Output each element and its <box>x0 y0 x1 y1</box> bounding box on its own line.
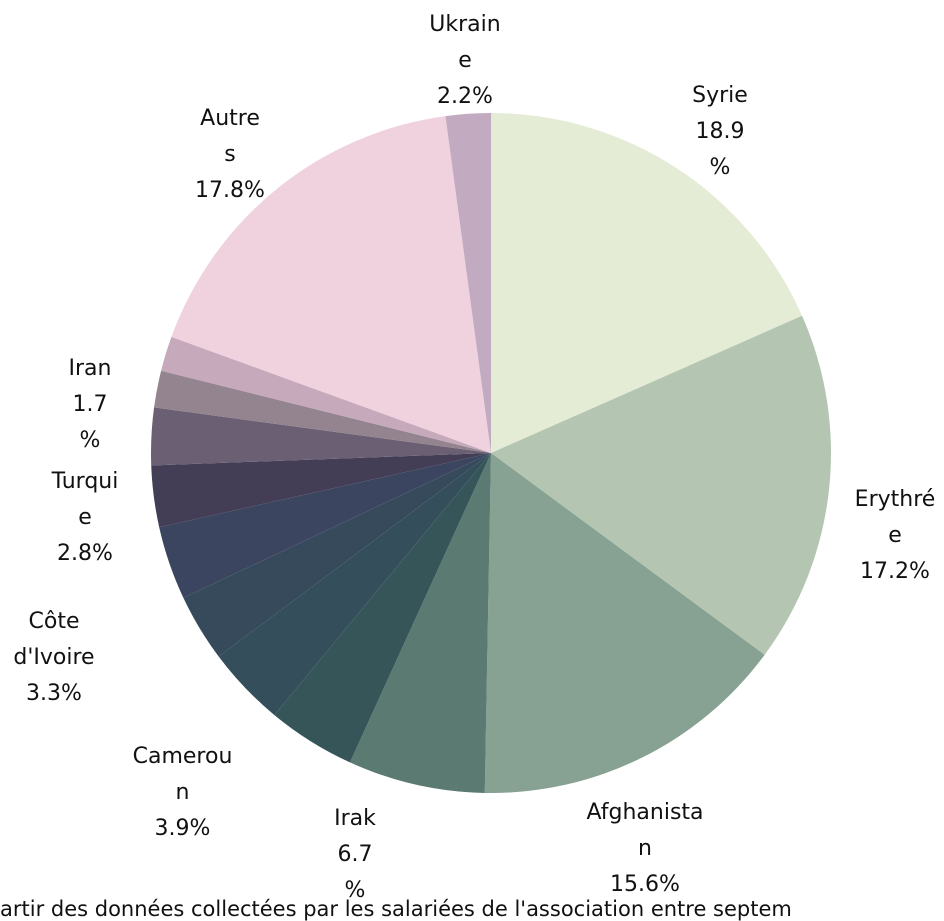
pie-slice-ukraine <box>445 113 491 453</box>
pie-slice-unlabeled-8 <box>151 453 491 528</box>
pie-slice-irak <box>349 453 491 793</box>
pie-slice-syrie <box>491 113 803 453</box>
pie-slice-afghanistan <box>484 453 765 794</box>
footer-source-note: artir des données collectées par les sal… <box>0 897 792 921</box>
pie-slice-iran <box>161 336 491 453</box>
pie-slice-unlabeled-7 <box>159 453 491 598</box>
pie-slice-erythree <box>491 315 831 655</box>
pie-slice-cote-d-ivoire <box>183 453 491 657</box>
pie-slice-cameroun <box>218 453 492 716</box>
pie-slice-unlabeled-10 <box>154 370 491 453</box>
pie-slice-autres <box>171 116 492 453</box>
pie-slice-unlabeled-4 <box>274 453 491 763</box>
pie-slice-turquie <box>151 407 492 466</box>
